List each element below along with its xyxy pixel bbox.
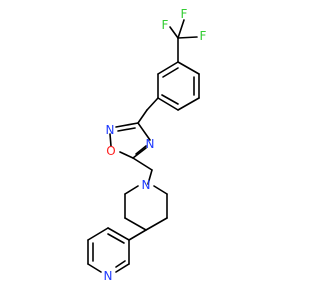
molecule-svg: F F F N N O N N [87, 7, 207, 283]
bonds [87, 19, 200, 273]
bond-ch2-oxadiazole [137, 109, 148, 124]
bond-pip-n-c2 [124, 185, 139, 195]
bond-f3-c [177, 36, 198, 39]
bond-ox-c5-n4 [132, 147, 147, 159]
bond-pyr-1 [107, 227, 130, 241]
bond-benzene-4 [157, 97, 179, 111]
bond-pip-c4-c5 [145, 217, 168, 231]
bond-ox-o1-c5 [119, 151, 134, 159]
fluorine-atom-1: F [162, 18, 169, 32]
bond-pyr-1-double [107, 233, 125, 244]
bond-benzene-3 [177, 97, 200, 111]
bond-ox-c5-n4-double [135, 145, 147, 155]
bond-pip-c6-n [153, 185, 168, 195]
bond-pyr-5-double [115, 260, 126, 268]
bond-pyr-4 [87, 263, 102, 273]
bond-pyr-2 [87, 227, 109, 241]
bond-ox-c3-n2 [115, 122, 139, 128]
molecule-structure-diagram: F F F N N O N N [87, 7, 207, 283]
oxadiazole-nitrogen-2: N [106, 123, 115, 137]
bond-pyr-5 [115, 263, 130, 273]
fluorine-atom-2: F [181, 7, 188, 21]
fluorine-atom-3: F [200, 29, 207, 43]
oxadiazole-nitrogen-4: N [146, 137, 155, 151]
bond-ox-n4-c3 [137, 122, 151, 141]
oxadiazole-oxygen-1: O [106, 144, 115, 158]
bond-benzene-1 [177, 61, 200, 75]
piperidine-nitrogen: N [142, 178, 151, 192]
bond-ox-n2-o1 [109, 133, 112, 147]
bond-ox-c3-n2-double [117, 127, 136, 132]
bond-piperidine-pyridine [128, 229, 147, 241]
bond-benzene-6 [157, 61, 179, 75]
bond-benzene-6-double [162, 67, 179, 78]
bond-f2-c [177, 19, 185, 39]
bond-benzene-4-double [161, 94, 179, 105]
pyridine-nitrogen: N [104, 269, 113, 283]
atom-labels: F F F N N O N N [104, 7, 207, 283]
bond-f1-c [169, 26, 179, 39]
bond-pip-c3-c4 [124, 217, 147, 231]
bond-ring-ch2 [146, 97, 159, 111]
bond-oxadiazole-ch2 [132, 157, 153, 171]
bond-ch2-piperidine [147, 169, 153, 185]
